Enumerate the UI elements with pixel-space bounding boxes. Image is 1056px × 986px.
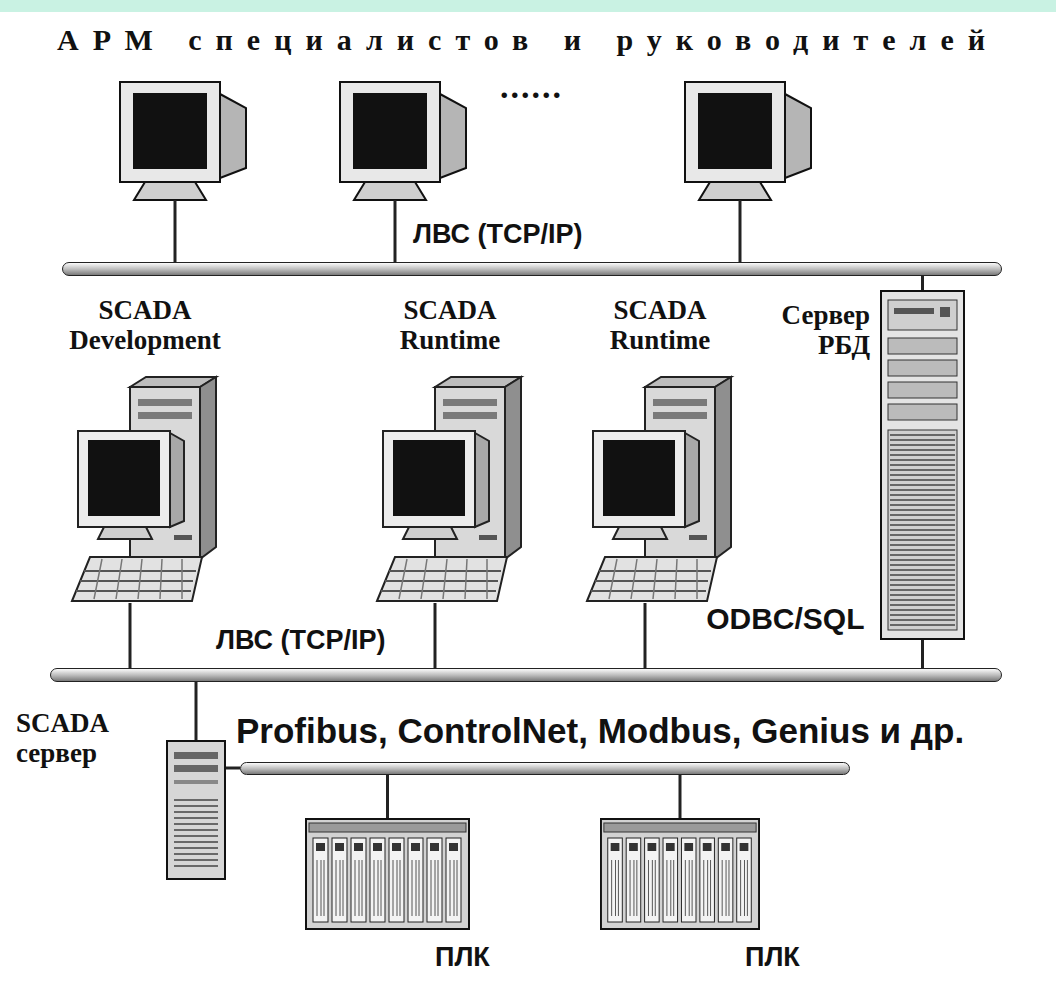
server-tower-illustration [880, 290, 965, 640]
fieldbus: Profibus, ControlNet, Modbus, Genius и д… [240, 762, 850, 775]
workstation: SCADA Runtime [585, 375, 735, 603]
monitor [340, 82, 466, 200]
node-label: ЛВС (TCP/IP) [413, 219, 582, 249]
diagram-title: АРМ специалистов и руководителей [0, 22, 1056, 58]
database-server: Сервер РБД [880, 290, 965, 640]
workstation-illustration [585, 375, 735, 603]
workstation: SCADA Runtime [375, 375, 525, 603]
network-link [434, 603, 437, 668]
lan-bus: ЛВС (TCP/IP) [62, 262, 1002, 276]
monitor [685, 82, 811, 200]
ellipsis-mark: ...... [500, 68, 563, 105]
node-label: ПЛК [435, 942, 490, 972]
lan-bus: ЛВС (TCP/IP) [50, 668, 1002, 682]
network-link [679, 775, 682, 818]
top-strip [0, 0, 1056, 12]
node-label: SCADA Runtime [575, 295, 745, 355]
network-link [921, 276, 924, 290]
workstation: SCADA Development [70, 375, 220, 603]
network-link [386, 775, 389, 818]
node-label: Сервер РБД [755, 300, 870, 360]
workstation-illustration [70, 375, 220, 603]
plc: ПЛК [305, 818, 470, 930]
plc-illustration [600, 818, 760, 930]
network-link [129, 603, 132, 668]
node-label: ПЛК [745, 942, 800, 972]
node-label: Profibus, ControlNet, Modbus, Genius и д… [236, 711, 964, 750]
edge-label: ODBC/SQL [703, 602, 867, 636]
monitor-drop-lines [175, 200, 740, 263]
network-link [195, 682, 198, 740]
plc: ПЛК [600, 818, 760, 930]
plc-illustration [305, 818, 470, 930]
node-label: SCADA Runtime [365, 295, 535, 355]
node-label: SCADA Development [45, 295, 245, 355]
network-link [921, 640, 924, 668]
server-tower-illustration [166, 740, 226, 880]
monitor [120, 82, 246, 200]
scada-server: SCADA сервер [166, 740, 226, 880]
network-link [644, 603, 647, 668]
workstation-illustration [375, 375, 525, 603]
node-label: ЛВС (TCP/IP) [216, 625, 385, 655]
network-link [226, 767, 240, 770]
node-label: SCADA сервер [16, 708, 156, 768]
